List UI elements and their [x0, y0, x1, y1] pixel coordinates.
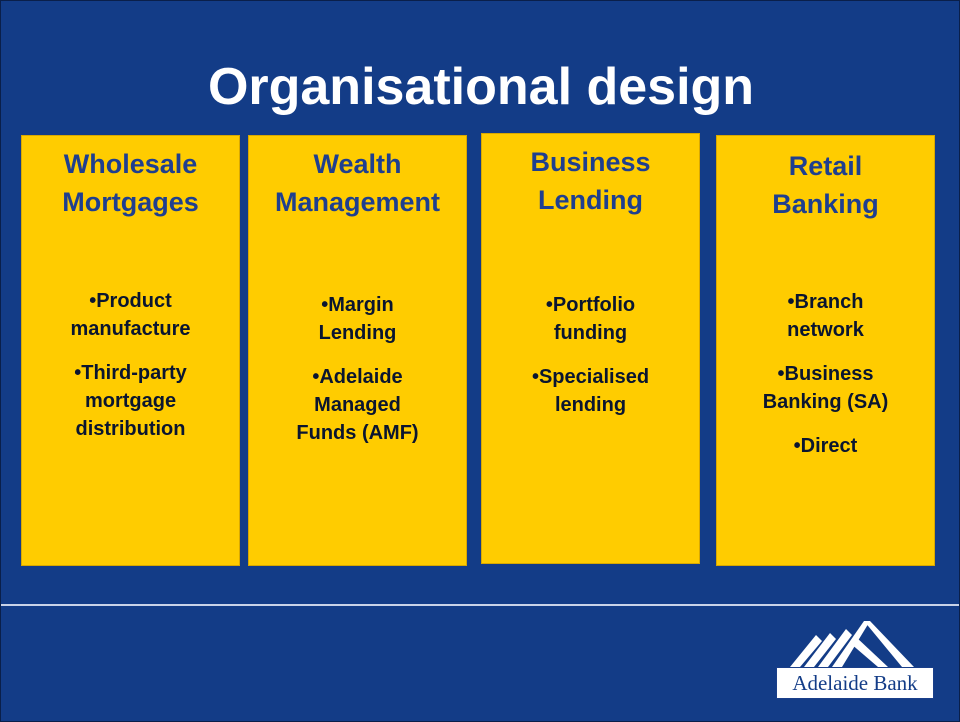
bullet-item: •Business Banking (SA): [717, 360, 934, 416]
bullet-line: lending: [554, 394, 627, 416]
bullet-list: •Product manufacture •Third-party mortga…: [22, 287, 239, 459]
logo-wordmark: Adelaide Bank: [776, 667, 934, 699]
bullet-line: manufacture: [70, 318, 191, 340]
bullet-list: •Margin Lending •Adelaide Managed Funds …: [249, 291, 466, 463]
bullet-line: •Business: [777, 363, 874, 385]
panel-title-line: Retail: [788, 151, 863, 181]
bullet-line: •Specialised: [531, 366, 650, 388]
bullet-line: •Branch: [787, 291, 864, 313]
panel-title-line: Wholesale: [63, 149, 198, 179]
bullet-list: •Portfolio funding •Specialised lending: [482, 291, 699, 435]
bullet-item: •Branch network: [717, 288, 934, 344]
mountain-peaks-icon: [790, 621, 914, 667]
adelaide-bank-logo: Adelaide Bank: [776, 621, 936, 701]
bullet-line: Funds (AMF): [296, 422, 419, 444]
bullet-item: •Adelaide Managed Funds (AMF): [249, 363, 466, 447]
slide-title: Organisational design: [207, 58, 755, 116]
panel-title: Business Lending: [482, 134, 699, 219]
bullet-line: •Margin: [321, 294, 394, 316]
panel-title: Retail Banking: [717, 136, 934, 223]
panel-wholesale-mortgages: Wholesale Mortgages •Product manufacture…: [21, 135, 240, 566]
bullet-line: •Third-party: [74, 362, 187, 384]
bullet-item: •Portfolio funding: [482, 291, 699, 347]
panel-title-line: Lending: [538, 185, 643, 215]
bullet-item: •Specialised lending: [482, 363, 699, 419]
bullet-list: •Branch network •Business Banking (SA) •…: [717, 288, 934, 476]
bullet-line: Lending: [318, 322, 397, 344]
panel-title-line: Banking: [772, 189, 879, 219]
bullet-line: •Product: [89, 290, 172, 312]
panel-wealth-management: Wealth Management •Margin Lending •Adela…: [248, 135, 467, 566]
bullet-line: •Portfolio: [545, 294, 636, 316]
bullet-line: network: [787, 319, 864, 341]
bullet-line: distribution: [75, 418, 186, 440]
footer-divider: [1, 604, 959, 606]
bullet-item: •Third-party mortgage distribution: [22, 359, 239, 443]
panel-retail-banking: Retail Banking •Branch network •Business…: [716, 135, 935, 566]
panel-title-line: Wealth: [313, 149, 402, 179]
bullet-line: funding: [553, 322, 628, 344]
bullet-line: mortgage: [84, 390, 177, 412]
panel-title-line: Mortgages: [62, 187, 199, 217]
panel-business-lending: Business Lending •Portfolio funding •Spe…: [481, 133, 700, 564]
bullet-line: •Direct: [793, 435, 858, 457]
bullet-line: •Adelaide: [312, 366, 403, 388]
bullet-item: •Product manufacture: [22, 287, 239, 343]
panel-title-line: Business: [530, 147, 651, 177]
panel-title: Wholesale Mortgages: [22, 136, 239, 221]
panel-title-line: Management: [274, 187, 441, 217]
bullet-item: •Direct: [717, 432, 934, 460]
bullet-line: Managed: [314, 394, 401, 416]
panel-title: Wealth Management: [249, 136, 466, 221]
bullet-line: Banking (SA): [762, 391, 889, 413]
bullet-item: •Margin Lending: [249, 291, 466, 347]
